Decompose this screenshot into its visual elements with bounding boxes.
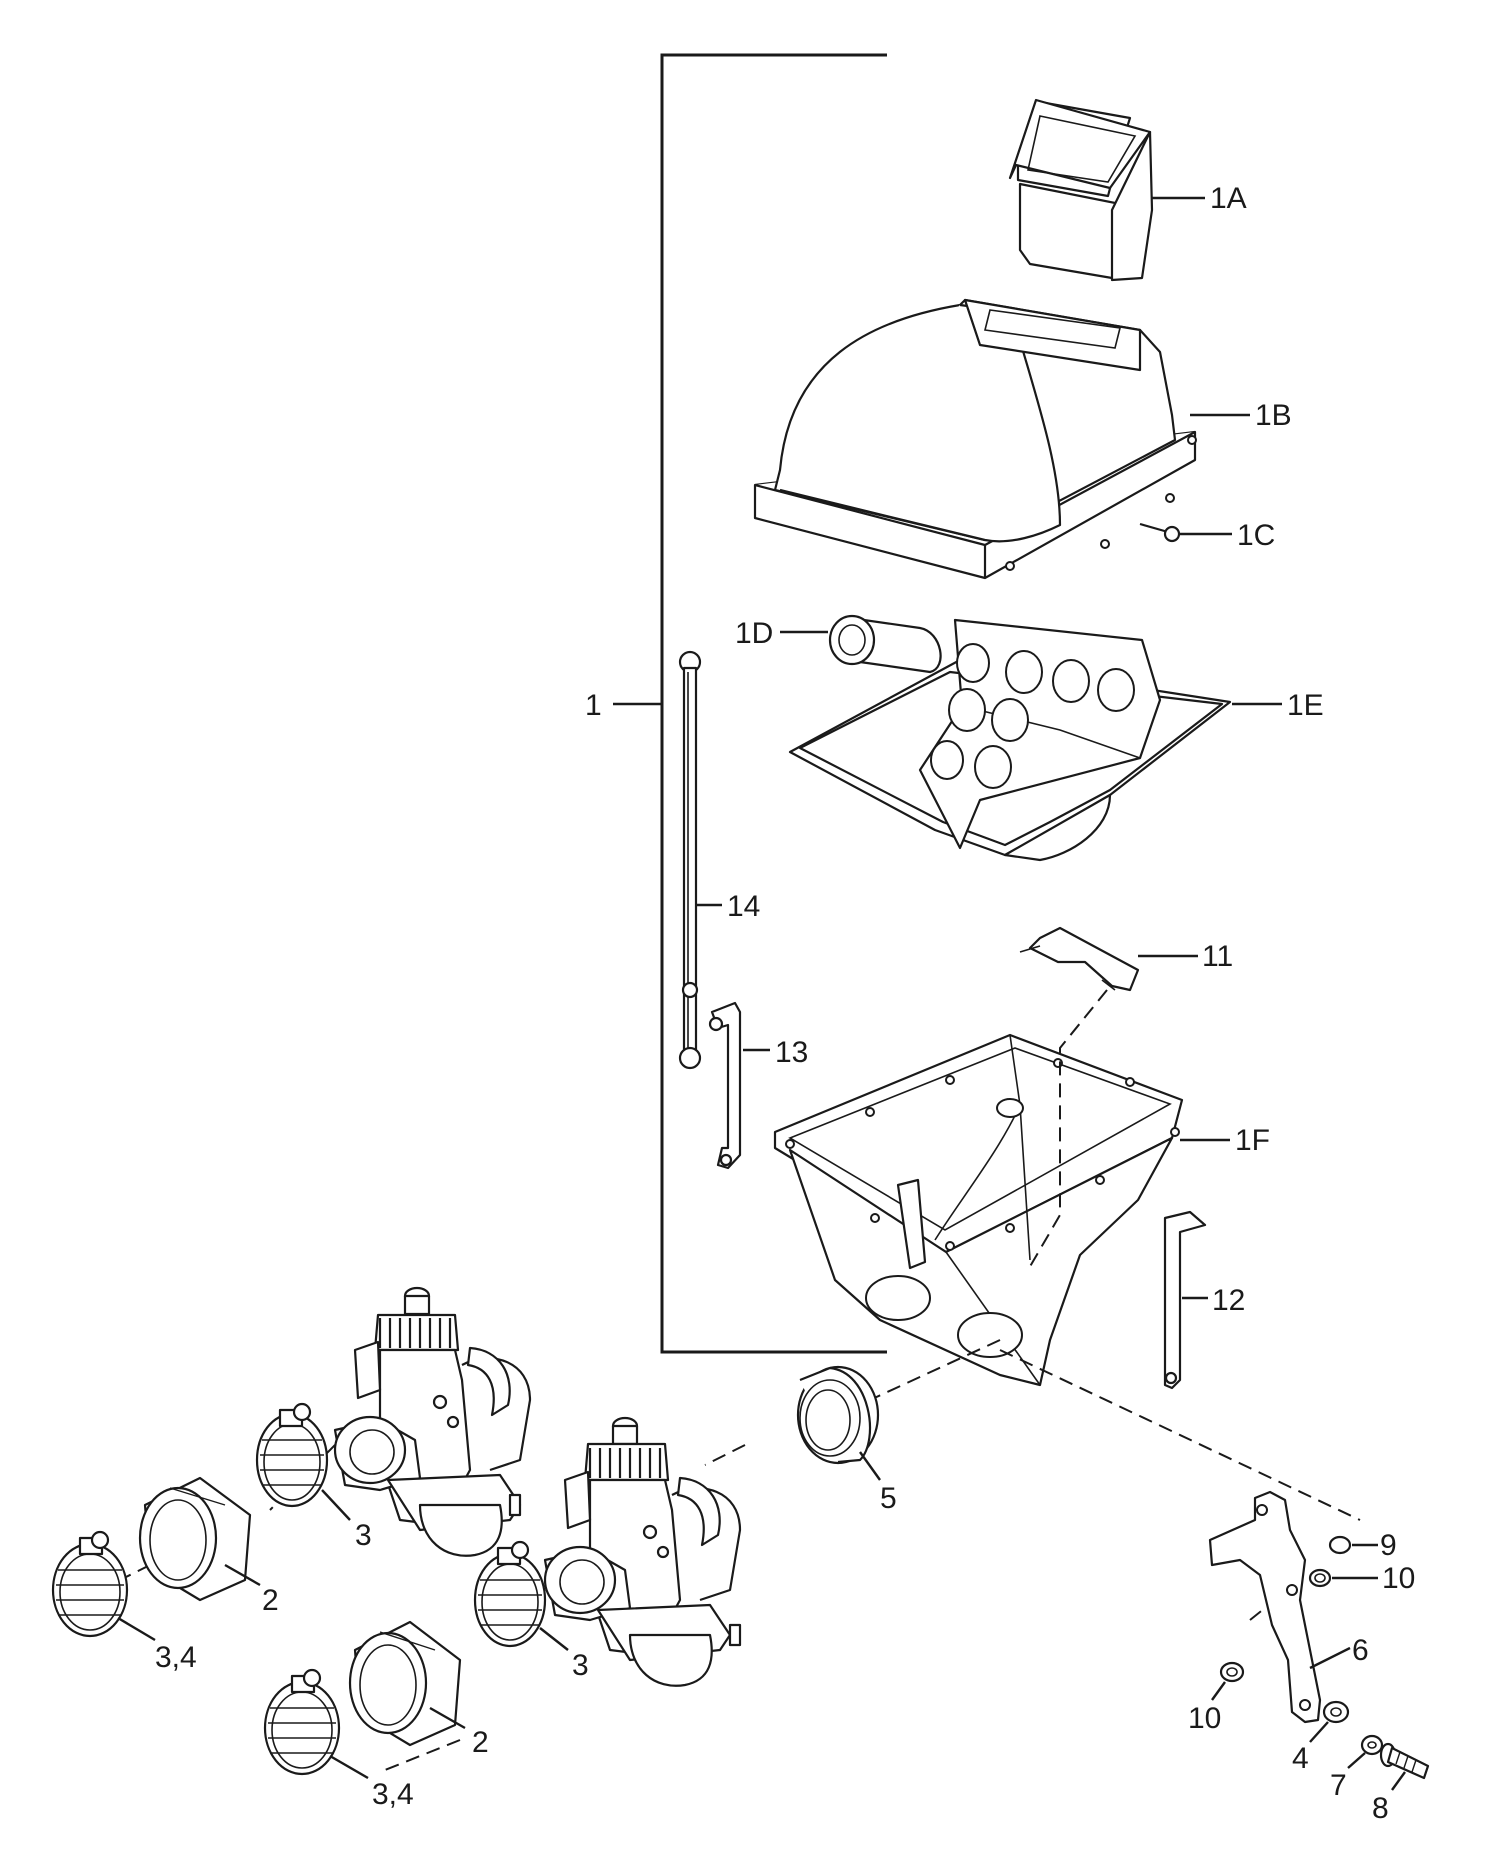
clamp-34-upper [51,1530,156,1642]
label-4: 4 [1292,1742,1309,1775]
label-5: 5 [880,1482,897,1515]
label-34-upper: 3,4 [155,1641,197,1674]
label-1C: 1C [1237,519,1275,552]
strap-13 [708,1001,770,1170]
screw-1C [1139,522,1232,543]
label-8: 8 [1372,1792,1389,1825]
label-1: 1 [585,689,602,722]
label-2-lower: 2 [472,1726,489,1759]
clamp-34-lower [263,1668,369,1780]
label-2-upper: 2 [262,1584,279,1617]
sleeve-2-lower [348,1620,466,1747]
label-1D: 1D [735,617,773,650]
clamp-3-upper [255,1402,351,1521]
rod-14 [678,650,722,1070]
label-1F: 1F [1235,1124,1270,1157]
clamp-3-lower [473,1540,569,1651]
label-12: 12 [1212,1284,1245,1317]
strap-12 [1163,1210,1208,1390]
label-34-lower: 3,4 [372,1778,414,1811]
label-1A: 1A [1210,182,1247,215]
label-10-upper: 10 [1382,1562,1415,1595]
label-1B: 1B [1255,399,1292,432]
label-11: 11 [1202,940,1233,973]
snorkel-1A [1008,98,1205,282]
assembly-bracket [613,53,887,1354]
sleeve-2-upper [138,1476,261,1602]
nut-9 [1328,1535,1378,1555]
callout-labels: 1 1A 1B 1C 1D 1E 1F 2 2 3 3 3,4 3,4 4 5 … [155,182,1415,1825]
nut-10-upper [1308,1568,1378,1588]
label-1E: 1E [1287,689,1324,722]
label-9: 9 [1380,1529,1397,1562]
label-14: 14 [727,890,760,923]
label-3-upper: 3 [355,1519,372,1552]
airbox-cover-1B [753,298,1250,580]
bolt-8 [1379,1742,1430,1791]
nut-10-lower [1211,1661,1245,1701]
label-6: 6 [1352,1634,1369,1667]
carburetor-lower [543,1416,742,1687]
sleeve-5 [796,1365,881,1481]
label-13: 13 [775,1036,808,1069]
clip-11 [1019,926,1198,992]
airbox-base-1F [773,1033,1230,1387]
tube-1D [780,614,942,674]
washer-7 [1347,1734,1384,1769]
label-7: 7 [1330,1769,1347,1802]
filter-plate-1E [788,618,1282,862]
washer-4 [1309,1700,1350,1743]
bracket-6 [1208,1490,1351,1724]
carburetor-upper [333,1286,532,1557]
label-10-lower: 10 [1188,1702,1221,1735]
label-3-lower: 3 [572,1649,589,1682]
